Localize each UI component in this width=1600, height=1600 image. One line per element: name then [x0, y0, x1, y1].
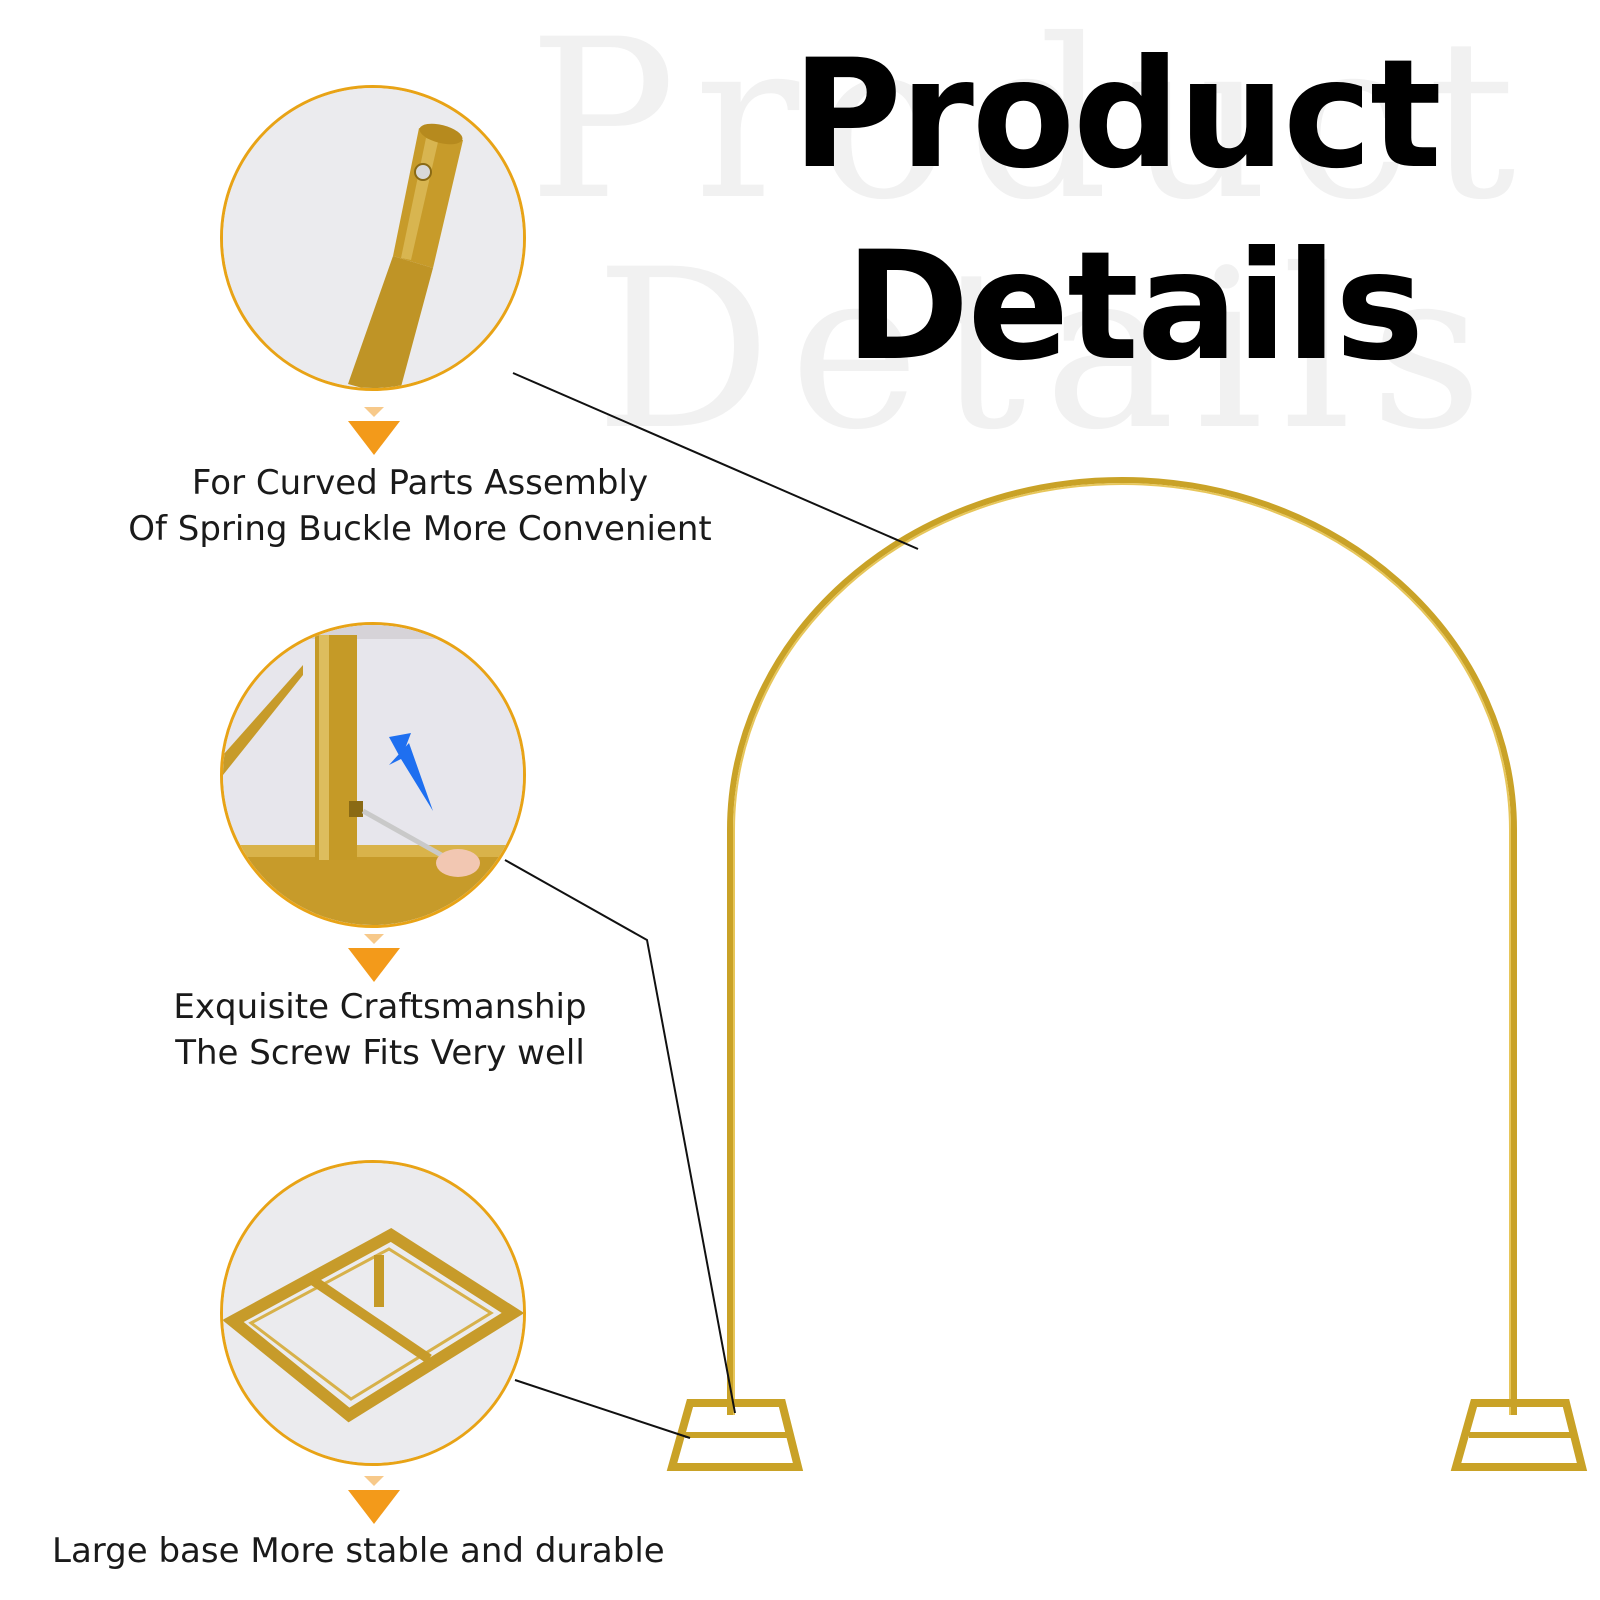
down-arrow-icon: [348, 407, 400, 455]
feature-caption-1-line2: Of Spring Buckle More Convenient: [128, 509, 712, 549]
callout-line-middle: [504, 859, 736, 1414]
page-title-line2: Details: [845, 220, 1424, 394]
page-title-line1: Product: [792, 28, 1442, 202]
feature-caption-3-line1: Large base More stable and durable: [52, 1531, 665, 1571]
watermark-details: Details: [595, 222, 1501, 478]
feature-caption-1-line1: For Curved Parts Assembly: [191, 463, 649, 503]
down-arrow-icon: [348, 1476, 400, 1524]
callout-line-top: [512, 372, 919, 550]
feature-caption-3: Large base More stable and durable: [40, 1528, 712, 1574]
watermark-product: Product: [528, 0, 1534, 248]
screw-closeup: [220, 622, 526, 928]
arch-tube: [727, 477, 1517, 1415]
base-frame-closeup: [220, 1160, 526, 1466]
callout-line-bottom: [514, 1379, 691, 1439]
feature-caption-2-line1: Exquisite Craftsmanship: [173, 987, 587, 1027]
feature-caption-1: For Curved Parts Assembly Of Spring Buck…: [100, 460, 740, 552]
right-base: [1450, 1399, 1588, 1471]
left-base: [666, 1399, 804, 1471]
feature-caption-2-line2: The Screw Fits Very well: [175, 1033, 585, 1073]
feature-caption-2: Exquisite Craftsmanship The Screw Fits V…: [140, 984, 620, 1076]
arch-tube-highlight: [733, 483, 1511, 1415]
down-arrow-icon: [348, 934, 400, 982]
pole-connector-closeup: [220, 85, 526, 391]
